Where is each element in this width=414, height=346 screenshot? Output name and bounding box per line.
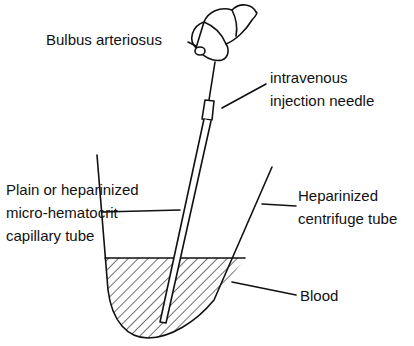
part-label: Plain or heparinized micro-hematocrit ca… — [6, 178, 164, 247]
part-label: Blood — [300, 284, 380, 307]
part-label: intravenous injection needle — [270, 66, 395, 112]
part-label: Bulbus arteriosus — [46, 28, 186, 51]
part-label: Heparinized centrifuge tube — [298, 184, 410, 230]
